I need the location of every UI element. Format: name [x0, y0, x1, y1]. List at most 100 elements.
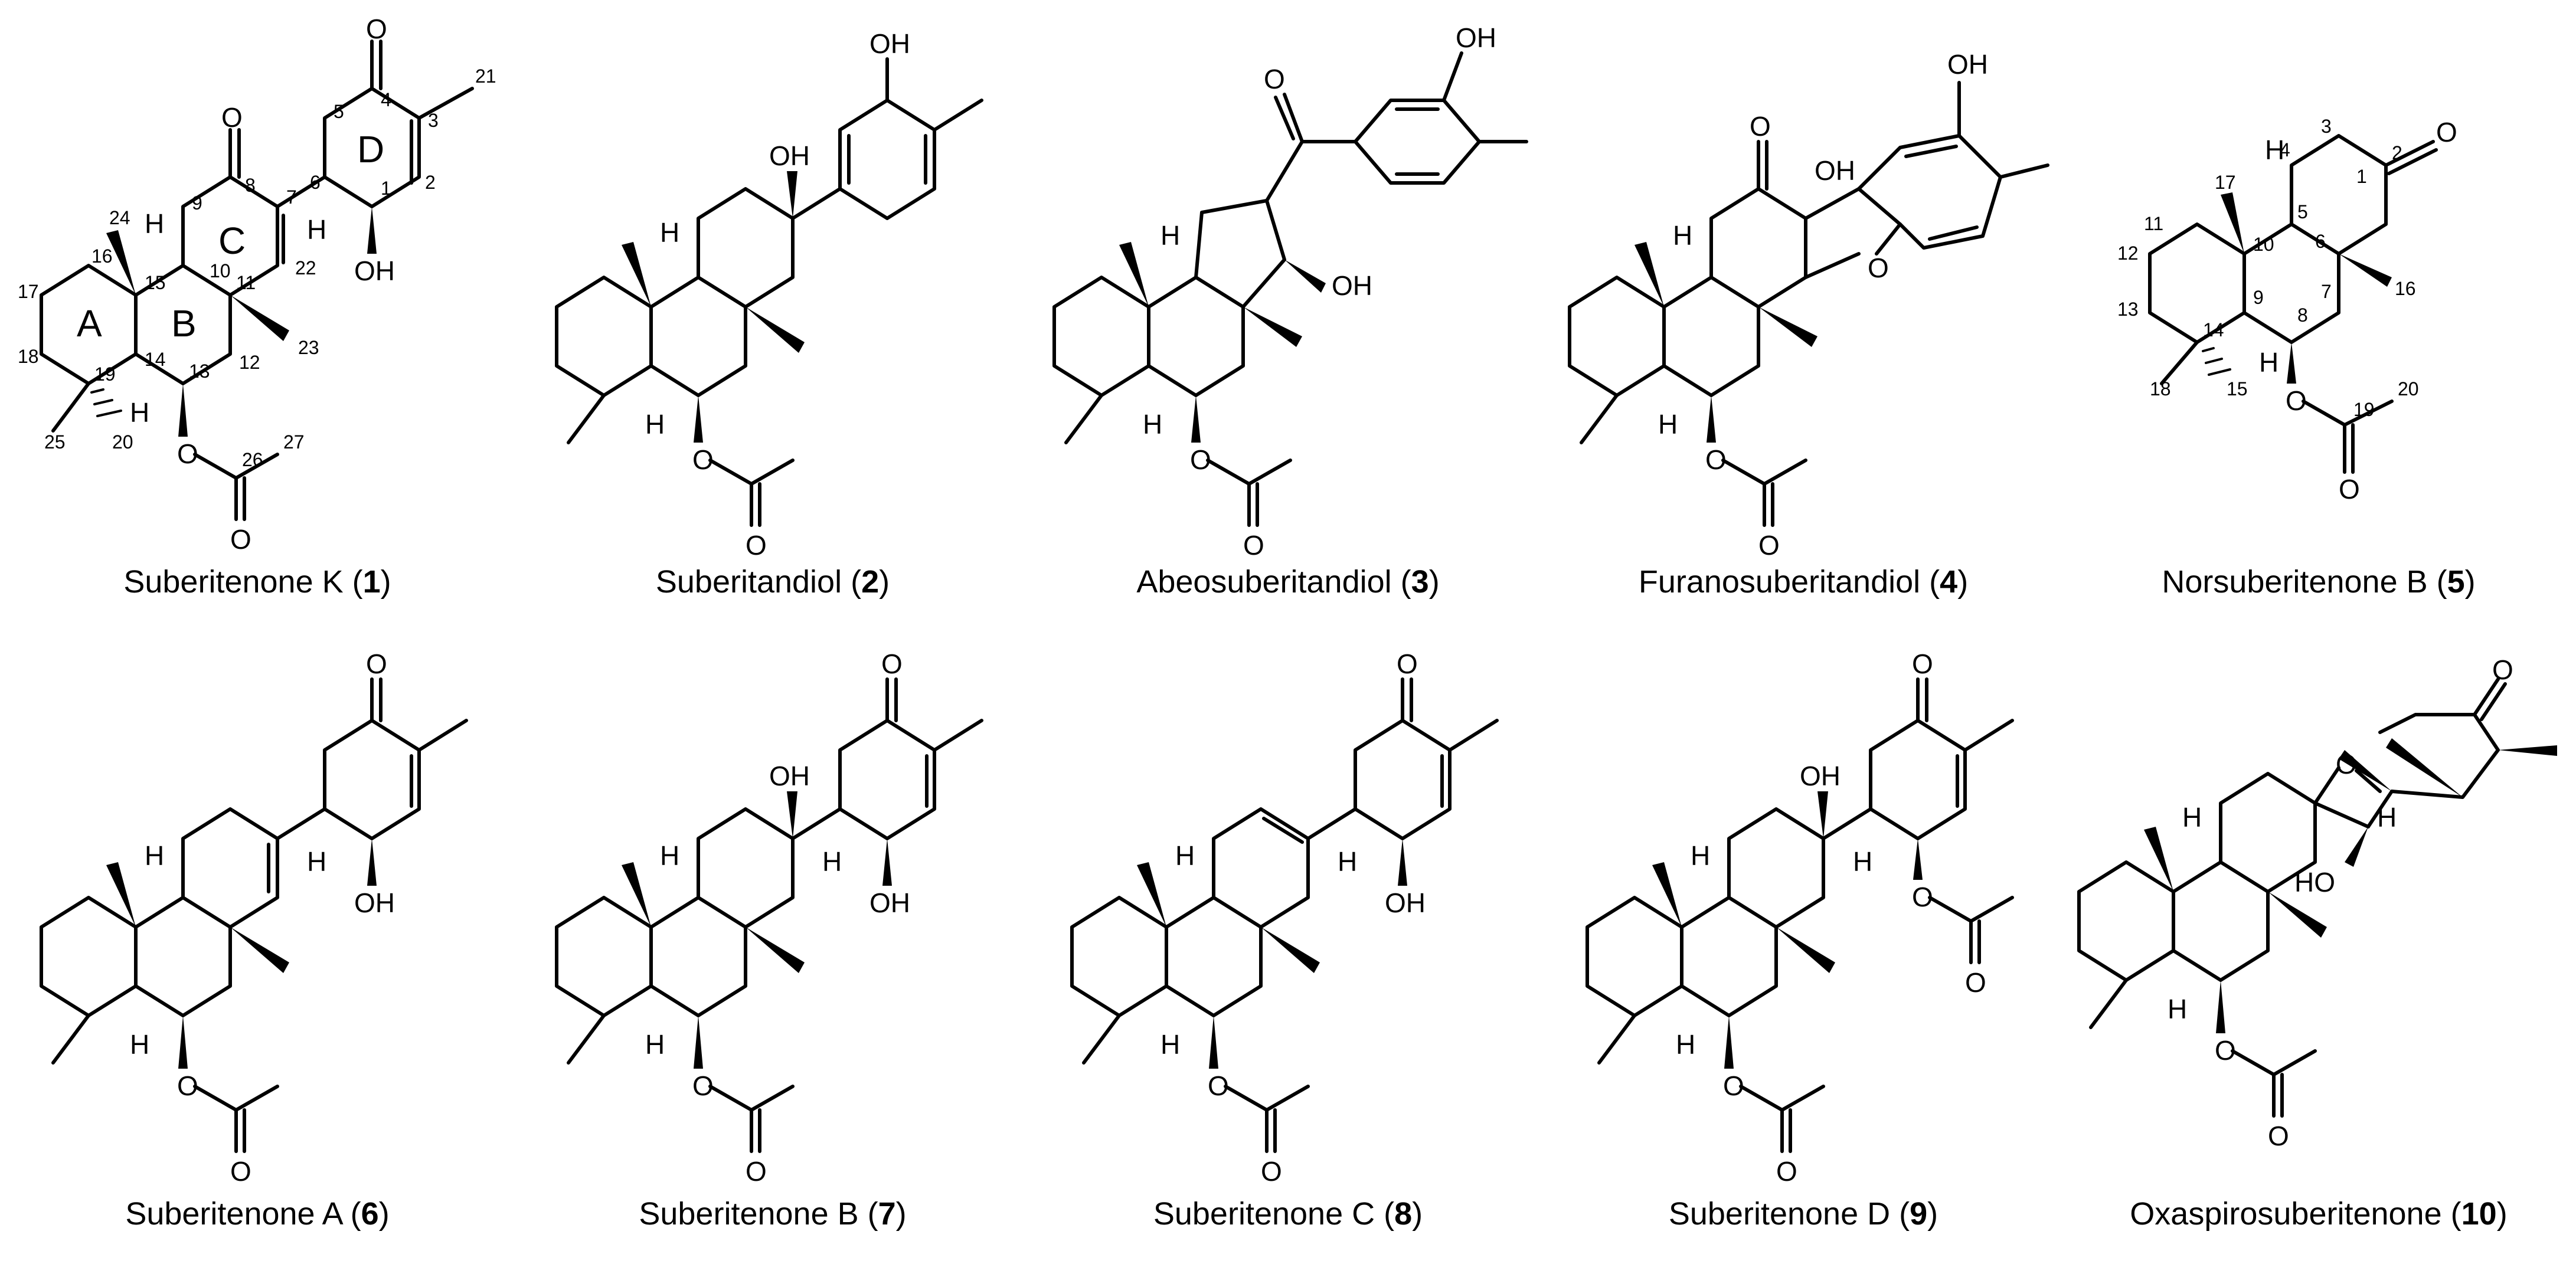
svg-text:17: 17	[18, 281, 39, 302]
atom-label-OH: OH	[354, 256, 395, 286]
atom-label-H: H	[660, 217, 679, 248]
atom-label-O: O	[2268, 1121, 2289, 1151]
compound-caption: Oxaspirosuberitenone (10)	[2130, 1196, 2508, 1232]
svg-text:4: 4	[2280, 139, 2290, 161]
atom-label-O: O	[2215, 1035, 2236, 1066]
atom-label-O: O	[177, 1070, 198, 1101]
svg-text:3: 3	[428, 110, 439, 131]
compound-caption: Suberitenone B (7)	[639, 1196, 907, 1232]
svg-text:14: 14	[2203, 319, 2224, 340]
atom-label-O: O	[366, 649, 387, 679]
atom-label-OH: OH	[1332, 270, 1372, 301]
atom-label-H: H	[1676, 1029, 1695, 1060]
atom-label-H: H	[130, 1029, 149, 1060]
svg-text:7: 7	[2321, 281, 2332, 302]
atom-label-H: H	[1175, 840, 1195, 871]
svg-text:19: 19	[2353, 399, 2375, 420]
svg-text:17: 17	[2215, 172, 2236, 193]
compound-panel-2: H H OH OH O O Suberitandiol (2)	[515, 0, 1030, 632]
atom-label-OH: OH	[769, 761, 810, 791]
compound-caption: Norsuberitenone B (5)	[2162, 564, 2476, 600]
atom-label-O: O	[1776, 1156, 1797, 1187]
structure-4: H H O OH O OH O O	[1568, 49, 2049, 561]
ring-label-C: C	[218, 220, 246, 262]
svg-text:3: 3	[2321, 116, 2332, 137]
atom-label-OH: OH	[869, 28, 910, 59]
compound-panel-3: H H O OH OH O O Abeosuberitandiol (3)	[1031, 0, 1545, 632]
svg-text:13: 13	[189, 361, 210, 382]
structure-5: H H O O O 1 2 3 4 5 6 7 8 9 10 11 12 13 …	[2117, 116, 2457, 505]
svg-text:4: 4	[381, 89, 391, 110]
svg-text:22: 22	[295, 257, 316, 279]
atom-label-O: O	[1190, 444, 1211, 475]
svg-text:16: 16	[2395, 278, 2416, 299]
svg-text:7: 7	[286, 186, 297, 208]
ring-label-B: B	[171, 302, 197, 345]
atom-label-O: O	[1868, 253, 1889, 283]
structure-7: H H H OH O OH O O	[555, 649, 983, 1187]
svg-text:26: 26	[242, 449, 263, 470]
atom-label-H: H	[2182, 802, 2202, 833]
atom-label-OH: OH	[354, 888, 395, 918]
svg-text:12: 12	[239, 352, 260, 373]
atom-label-O: O	[221, 102, 243, 133]
svg-text:6: 6	[2315, 231, 2326, 252]
atom-label-O: O	[1912, 882, 1933, 912]
svg-text:9: 9	[192, 192, 202, 214]
svg-text:14: 14	[145, 349, 166, 370]
svg-text:5: 5	[334, 101, 344, 122]
atom-label-O: O	[1750, 111, 1771, 142]
svg-text:6: 6	[310, 172, 321, 193]
atom-label-H: H	[660, 840, 679, 871]
atom-label-OH: OH	[769, 140, 810, 171]
atom-label-O: O	[2336, 749, 2357, 780]
atom-label-O: O	[692, 1070, 714, 1101]
svg-text:15: 15	[2227, 378, 2248, 399]
svg-text:1: 1	[381, 178, 391, 199]
svg-text:20: 20	[112, 431, 133, 453]
svg-text:9: 9	[2253, 287, 2264, 308]
atom-label-H: H	[1673, 220, 1692, 251]
compound-caption: Furanosuberitandiol (4)	[1638, 564, 1969, 600]
atom-label-OH: OH	[1456, 22, 1496, 53]
atom-label-O: O	[1397, 649, 1418, 679]
atom-label-O: O	[1705, 444, 1727, 475]
svg-text:2: 2	[425, 172, 436, 193]
atom-label-H: H	[2168, 994, 2187, 1024]
compound-panel-6: H H H O OH O O Suberitenone A (6)	[0, 632, 515, 1264]
atom-label-O: O	[1912, 649, 1933, 679]
atom-label-H: H	[130, 397, 149, 428]
svg-text:23: 23	[298, 337, 319, 358]
svg-text:19: 19	[94, 364, 116, 385]
svg-text:18: 18	[2150, 378, 2171, 399]
atom-label-H: H	[645, 409, 665, 440]
svg-text:1: 1	[2356, 166, 2367, 187]
atom-label-H: H	[1338, 846, 1357, 877]
structure-1: H H H O O O O OH A B C D 1 2 3 4 5 6 7 8…	[18, 14, 496, 555]
atom-label-H: H	[1691, 840, 1710, 871]
svg-text:8: 8	[2297, 304, 2308, 326]
compound-caption: Abeosuberitandiol (3)	[1136, 564, 1440, 600]
atom-label-O: O	[2339, 474, 2360, 505]
structure-9: H H H OH O O O O O	[1586, 649, 2014, 1187]
atom-label-OH: OH	[1800, 761, 1841, 791]
compound-caption: Suberitenone K (1)	[123, 564, 391, 600]
atom-label-O: O	[177, 438, 198, 469]
svg-text:16: 16	[91, 245, 113, 267]
compound-caption: Suberitenone D (9)	[1668, 1196, 1938, 1232]
atom-label-H: H	[2377, 802, 2397, 833]
atom-label-H: H	[822, 846, 842, 877]
atom-label-OH: OH	[1947, 49, 1988, 80]
svg-text:11: 11	[2144, 213, 2163, 234]
atom-label-H: H	[1658, 409, 1678, 440]
svg-text:18: 18	[18, 346, 39, 367]
atom-label-H: H	[1160, 1029, 1180, 1060]
atom-label-O: O	[746, 1156, 767, 1187]
compound-caption: Suberitandiol (2)	[655, 564, 890, 600]
structure-8: H H H O OH O O	[1070, 649, 1499, 1187]
atom-label-H: H	[1160, 220, 1180, 251]
atom-label-H: H	[1143, 409, 1162, 440]
atom-label-O: O	[881, 649, 903, 679]
atom-label-OH: OH	[1815, 155, 1855, 186]
atom-label-H: H	[145, 208, 164, 239]
